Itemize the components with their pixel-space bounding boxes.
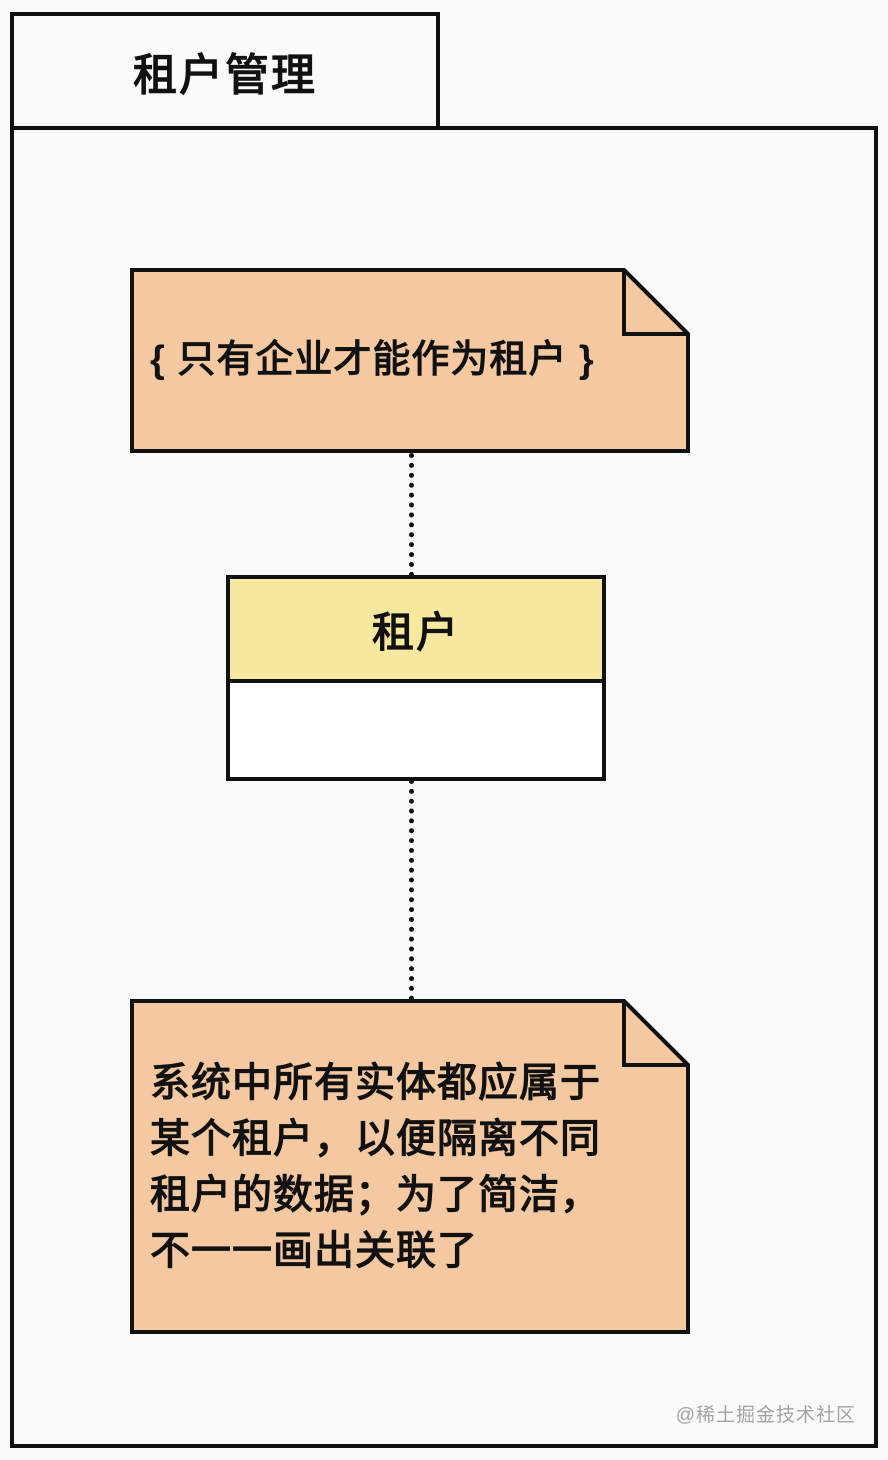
- constraint-note-text: { 只有企业才能作为租户 }: [150, 338, 595, 381]
- dotted-connector-top: [409, 453, 414, 577]
- package-tab: 租户管理: [10, 12, 440, 126]
- note-shape: [130, 999, 690, 1334]
- class-name-compartment: 租户: [230, 579, 602, 683]
- description-note: 系统中所有实体都应属于 某个租户，以便隔离不同 租户的数据；为了简洁， 不一一画…: [130, 999, 690, 1334]
- class-box-tenant: 租户: [226, 575, 606, 781]
- package-title: 租户管理: [133, 51, 317, 100]
- class-attributes-compartment: [230, 683, 602, 777]
- note-shape: [130, 268, 690, 453]
- watermark: @稀土掘金技术社区: [675, 1405, 856, 1426]
- description-note-text: 系统中所有实体都应属于 某个租户，以便隔离不同 租户的数据；为了简洁， 不一一画…: [150, 1060, 601, 1273]
- dotted-connector-bottom: [409, 779, 414, 1001]
- constraint-note: { 只有企业才能作为租户 }: [130, 268, 690, 453]
- class-name: 租户: [371, 608, 460, 656]
